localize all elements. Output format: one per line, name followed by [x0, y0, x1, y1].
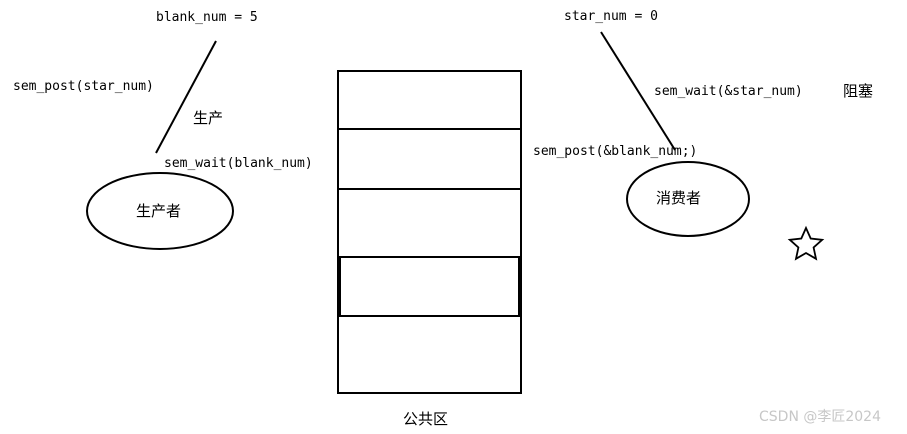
- producer-connector-line: [155, 40, 217, 154]
- consumer-node: [626, 161, 750, 237]
- producer-wait-label: sem_wait(blank_num): [164, 156, 313, 171]
- buffer-outline: [337, 70, 522, 394]
- consumer-node-label: 消费者: [656, 189, 702, 207]
- consumer-counter-label: star_num = 0: [564, 9, 658, 24]
- producer-node-label: 生产者: [136, 202, 182, 220]
- consumer-connector-line: [600, 31, 676, 151]
- producer-post-label: sem_post(star_num): [13, 79, 154, 94]
- star-icon: [787, 225, 825, 261]
- producer-node: [86, 172, 234, 250]
- consumer-wait-label: sem_wait(&star_num): [654, 84, 803, 99]
- buffer-highlighted-slot: [339, 256, 520, 317]
- buffer-label: 公共区: [403, 410, 449, 428]
- consumer-post-label: sem_post(&blank_num;): [533, 144, 698, 159]
- producer-action-label: 生产: [193, 109, 224, 127]
- shared-buffer: [337, 70, 522, 394]
- consumer-blocked-label: 阻塞: [843, 82, 874, 100]
- producer-counter-label: blank_num = 5: [156, 10, 258, 25]
- watermark: CSDN @李匠2024: [759, 409, 881, 425]
